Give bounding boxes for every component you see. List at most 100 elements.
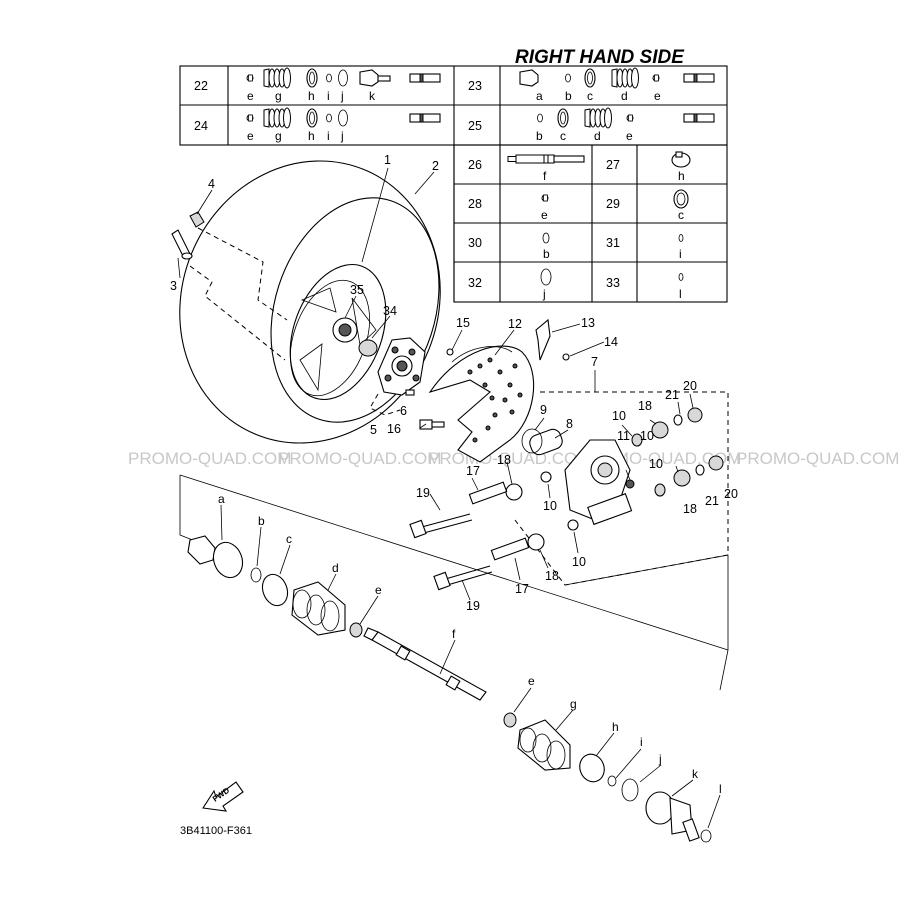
svg-text:h: h — [308, 129, 315, 143]
svg-text:i: i — [679, 247, 682, 261]
svg-text:b: b — [543, 247, 550, 261]
svg-text:6: 6 — [400, 404, 407, 418]
drive-shaft — [179, 474, 729, 843]
svg-text:PROMO-QUAD.COM: PROMO-QUAD.COM — [736, 449, 899, 468]
svg-text:10: 10 — [543, 499, 557, 513]
svg-text:17: 17 — [466, 464, 480, 478]
svg-text:a: a — [218, 492, 225, 506]
svg-text:c: c — [587, 89, 593, 103]
svg-text:e: e — [375, 583, 382, 597]
svg-text:e: e — [528, 674, 535, 688]
svg-text:10: 10 — [612, 409, 626, 423]
svg-text:21: 21 — [705, 494, 719, 508]
svg-text:10: 10 — [649, 457, 663, 471]
kit-number: 24 — [194, 119, 208, 133]
svg-text:8: 8 — [566, 417, 573, 431]
svg-text:d: d — [332, 561, 339, 575]
svg-text:b: b — [536, 129, 543, 143]
svg-text:j: j — [542, 287, 546, 301]
svg-text:e: e — [247, 129, 254, 143]
kit-table: 22 e g h i j k 24 e g h i j 23 — [179, 65, 728, 303]
svg-text:h: h — [678, 169, 685, 183]
svg-text:a: a — [536, 89, 543, 103]
svg-text:l: l — [679, 287, 682, 301]
svg-text:b: b — [258, 514, 265, 528]
watermark: PROMO-QUAD.COM PROMO-QUAD.COM PROMO-QUAD… — [128, 449, 899, 468]
svg-text:9: 9 — [540, 403, 547, 417]
brake-disc — [419, 318, 570, 463]
svg-text:29: 29 — [606, 197, 620, 211]
svg-text:c: c — [560, 129, 566, 143]
svg-text:19: 19 — [416, 486, 430, 500]
svg-text:35: 35 — [350, 283, 364, 297]
svg-text:h: h — [612, 720, 619, 734]
svg-text:h: h — [308, 89, 315, 103]
svg-text:1: 1 — [384, 153, 391, 167]
svg-text:16: 16 — [387, 422, 401, 436]
svg-text:d: d — [594, 129, 601, 143]
svg-text:15: 15 — [456, 316, 470, 330]
svg-text:31: 31 — [606, 236, 620, 250]
svg-text:20: 20 — [724, 487, 738, 501]
fwd-arrow-icon: FWD — [202, 781, 244, 812]
svg-text:3: 3 — [170, 279, 177, 293]
svg-text:21: 21 — [665, 388, 679, 402]
svg-text:7: 7 — [591, 355, 598, 369]
svg-text:c: c — [286, 532, 292, 546]
svg-text:28: 28 — [468, 197, 482, 211]
pivot-bolts — [409, 481, 530, 591]
svg-text:27: 27 — [606, 158, 620, 172]
svg-text:12: 12 — [508, 317, 522, 331]
svg-text:g: g — [275, 89, 282, 103]
svg-text:18: 18 — [638, 399, 652, 413]
svg-text:10: 10 — [640, 429, 654, 443]
svg-text:10: 10 — [572, 555, 586, 569]
svg-text:e: e — [626, 129, 633, 143]
callout-labels: 1 2 3 4 5 6 7 8 9 10 10 10 10 10 11 12 1… — [170, 153, 738, 796]
svg-text:j: j — [340, 89, 344, 103]
svg-text:e: e — [247, 89, 254, 103]
svg-text:g: g — [570, 697, 577, 711]
svg-text:i: i — [640, 735, 643, 749]
svg-text:30: 30 — [468, 236, 482, 250]
svg-text:19: 19 — [466, 599, 480, 613]
kit-number: 23 — [468, 79, 482, 93]
svg-text:5: 5 — [370, 423, 377, 437]
svg-text:13: 13 — [581, 316, 595, 330]
svg-text:k: k — [692, 767, 699, 781]
svg-text:j: j — [340, 129, 344, 143]
kit-number: 22 — [194, 79, 208, 93]
svg-text:26: 26 — [468, 158, 482, 172]
svg-text:f: f — [543, 169, 547, 183]
diagram-title: RIGHT HAND SIDE — [515, 47, 685, 68]
svg-text:2: 2 — [432, 159, 439, 173]
svg-text:e: e — [654, 89, 661, 103]
svg-text:PROMO-QUAD.COM: PROMO-QUAD.COM — [128, 449, 291, 468]
svg-text:i: i — [327, 129, 330, 143]
svg-text:j: j — [658, 752, 662, 766]
svg-text:34: 34 — [383, 304, 397, 318]
leader-lines — [177, 167, 721, 829]
svg-text:33: 33 — [606, 276, 620, 290]
svg-text:11: 11 — [617, 429, 630, 443]
svg-text:f: f — [452, 627, 456, 641]
svg-text:18: 18 — [683, 502, 697, 516]
svg-text:d: d — [621, 89, 628, 103]
svg-text:14: 14 — [604, 335, 618, 349]
svg-text:c: c — [678, 208, 684, 222]
svg-text:l: l — [719, 782, 722, 796]
svg-text:i: i — [327, 89, 330, 103]
diagram-code: 3B41100-F361 — [180, 825, 252, 837]
wheel-assembly — [171, 160, 441, 444]
svg-text:18: 18 — [545, 569, 559, 583]
svg-text:32: 32 — [468, 276, 482, 290]
svg-text:g: g — [275, 129, 282, 143]
svg-text:PROMO-QUAD.COM: PROMO-QUAD.COM — [278, 449, 441, 468]
svg-text:4: 4 — [208, 177, 215, 191]
svg-text:b: b — [565, 89, 572, 103]
svg-text:18: 18 — [497, 453, 511, 467]
svg-text:e: e — [541, 208, 548, 222]
svg-text:17: 17 — [515, 582, 529, 596]
kit-number: 25 — [468, 119, 482, 133]
